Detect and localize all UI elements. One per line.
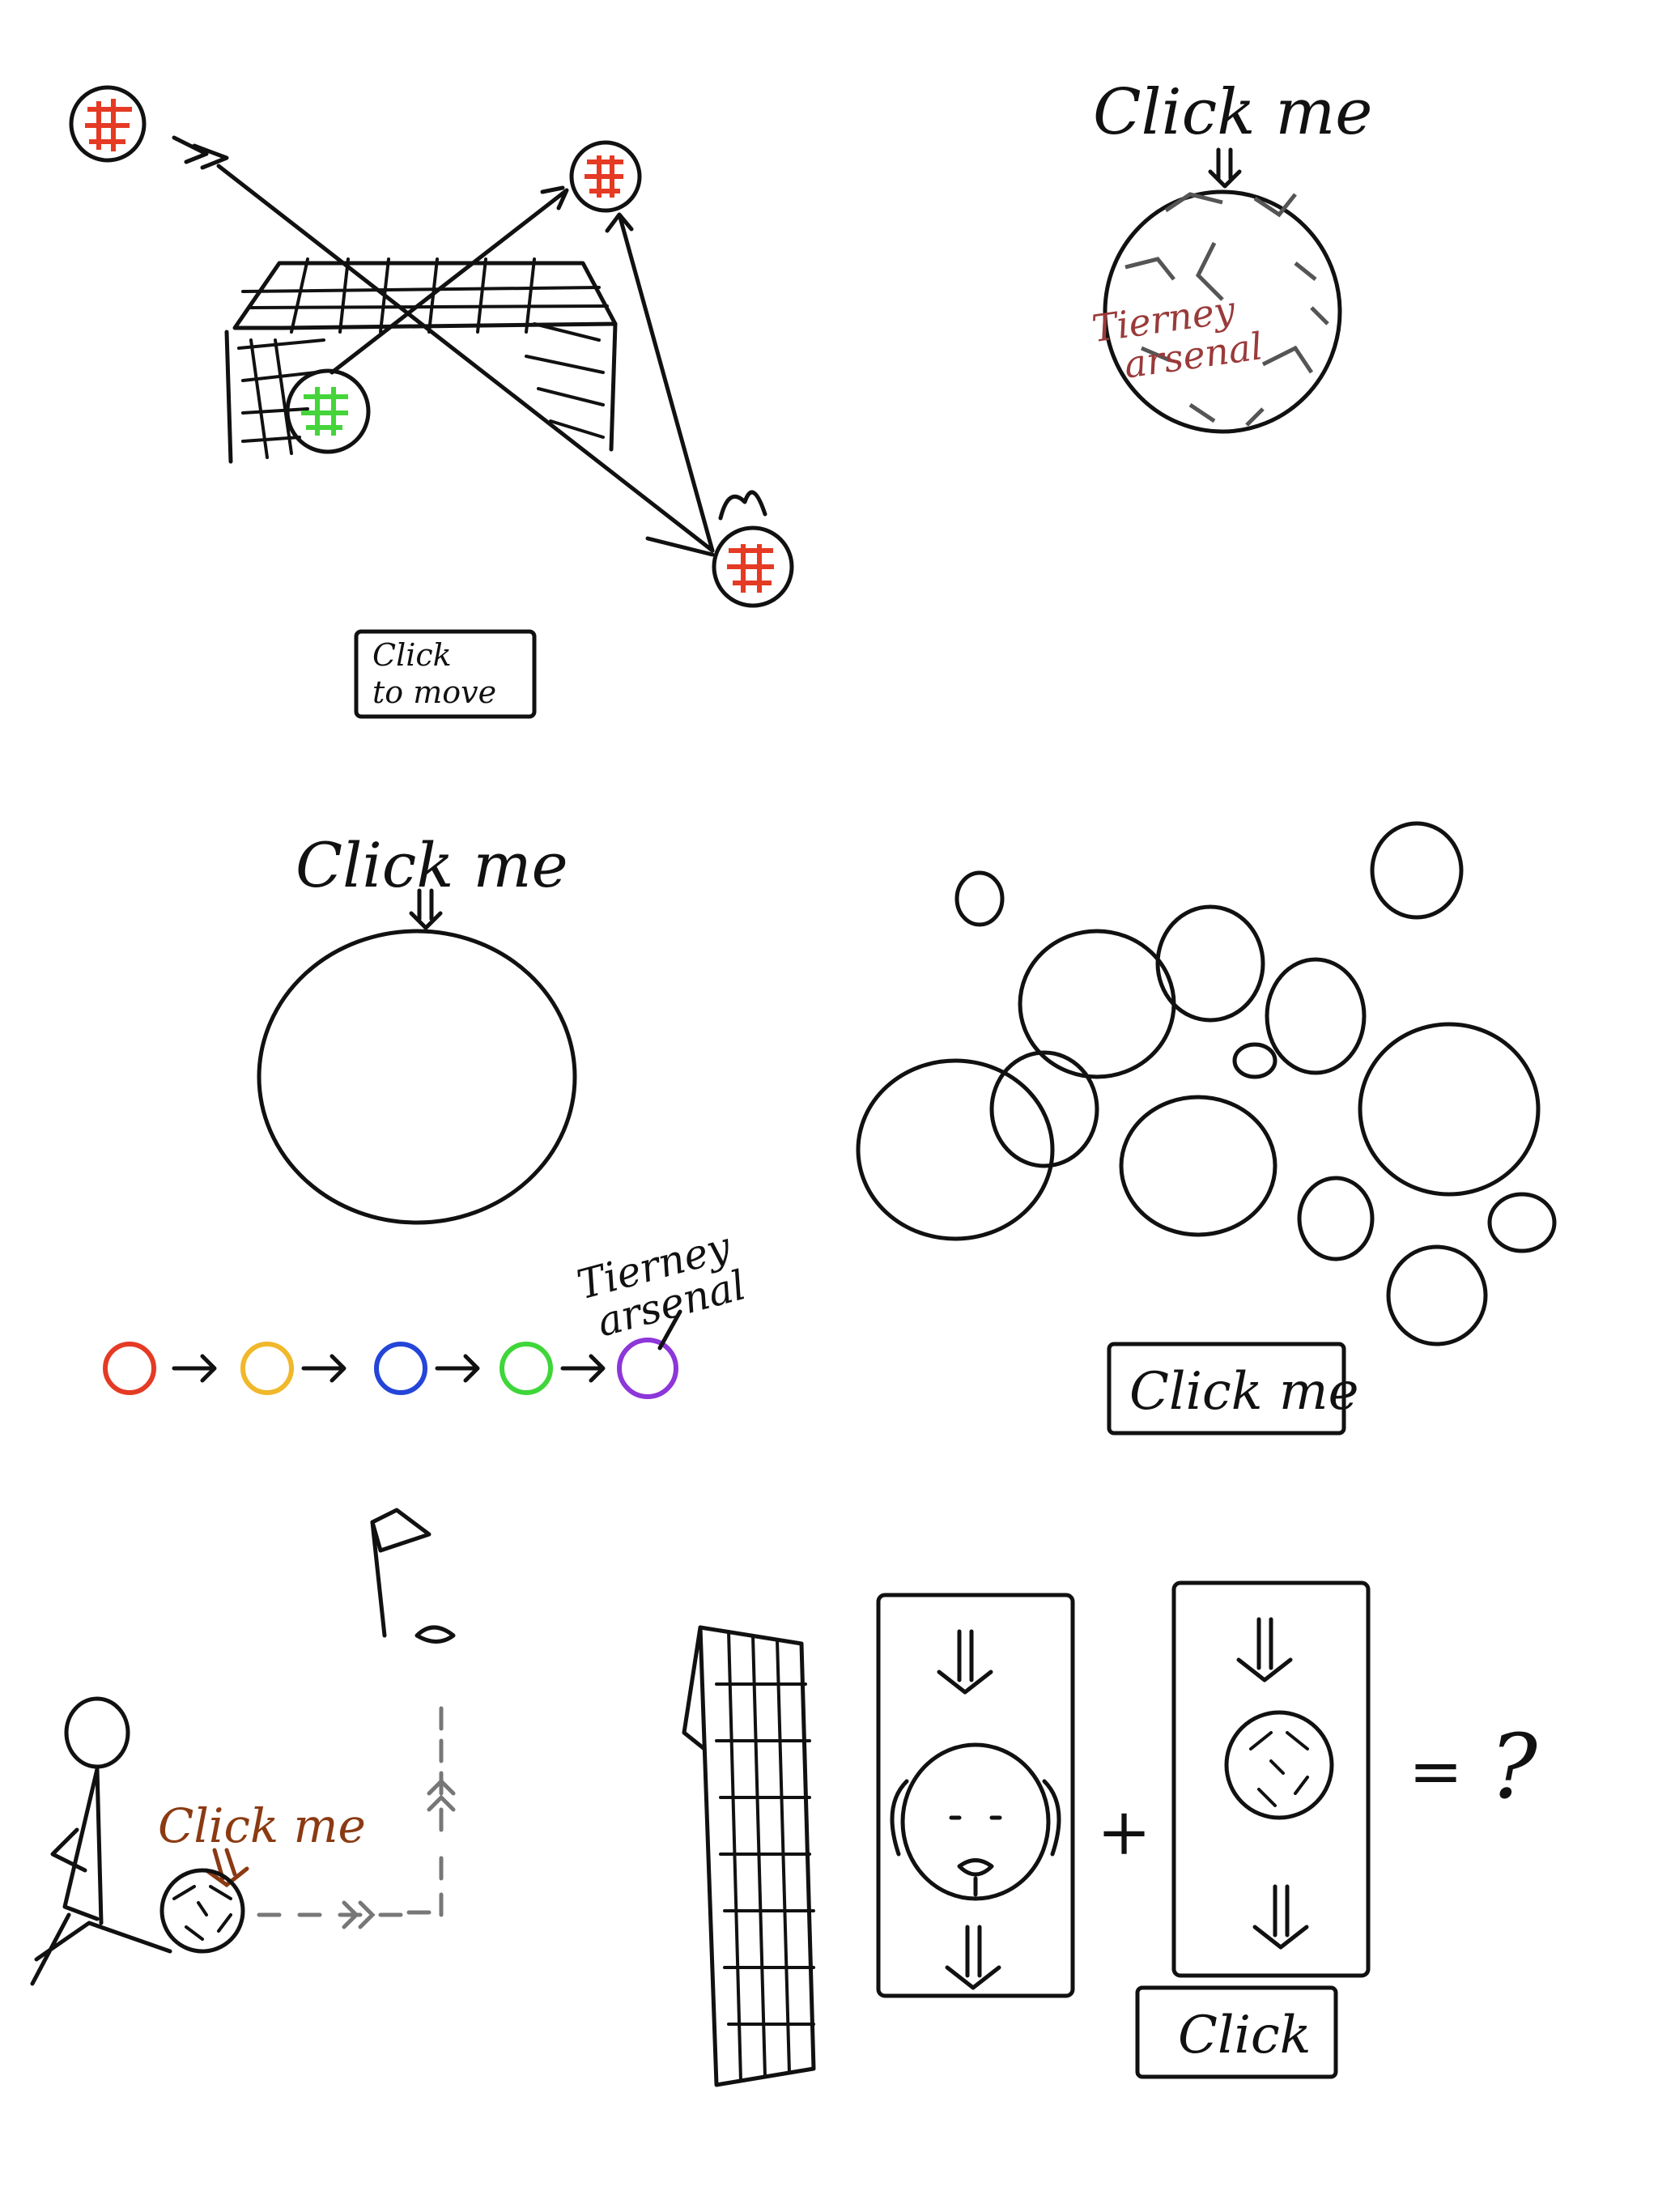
purple-swatch[interactable] (617, 1338, 678, 1399)
bubble (1265, 957, 1367, 1075)
arrow-right-icon (560, 1354, 606, 1383)
button-label: to move (372, 674, 496, 710)
goal-flag-icon (370, 1508, 456, 1644)
click-to-move-button[interactable]: Click to move (354, 629, 537, 719)
equals-sign: = (1409, 1733, 1463, 1809)
dog-card[interactable] (876, 1593, 1075, 1998)
bubble (856, 1058, 1055, 1241)
bubble (1370, 821, 1464, 920)
down-arrow-icon (1208, 147, 1242, 189)
bubble (1155, 904, 1265, 1023)
down-arrow-icon (409, 888, 443, 930)
arrow-right-icon (172, 1354, 217, 1383)
click-equation-button[interactable]: Click (1135, 1985, 1338, 2079)
tierney-soccer-ball[interactable]: Tierney arsenal (1090, 189, 1342, 434)
goal-ball-panel: Click to move (69, 85, 794, 719)
bubble (954, 870, 1005, 927)
arrow-chevron-icon (172, 135, 229, 170)
click-me-bubbles-button[interactable]: Click me (1107, 1342, 1358, 1436)
down-arrow-icon (945, 1925, 1001, 1990)
tall-goal-net (682, 1625, 816, 2087)
arrow-up-icon (427, 1778, 456, 1812)
big-circle-panel: Click me (257, 829, 577, 1225)
ball-card[interactable] (1171, 1580, 1371, 1978)
kick-soccer-ball[interactable] (159, 1868, 245, 1954)
bubble (1232, 1042, 1278, 1079)
big-empty-circle[interactable] (257, 929, 577, 1225)
dashed-path (257, 1910, 432, 1917)
goal-net (224, 257, 618, 464)
bubble (1487, 1192, 1557, 1253)
trajectory-line (605, 212, 715, 553)
trajectory-line (216, 164, 715, 553)
bubble (1297, 1176, 1375, 1261)
click-me-prompt: Click me (1093, 76, 1372, 149)
tierney-ball-panel: Click me Tierney arsenal (1090, 76, 1372, 434)
button-label: Click (372, 637, 452, 673)
color-chain-panel: Tierney arsenal (103, 1223, 750, 1399)
red-ball-bottom (712, 525, 794, 608)
question-mark: ? (1490, 1715, 1538, 1819)
red-swatch[interactable] (103, 1342, 156, 1395)
bubble (1386, 1244, 1488, 1346)
button-label: Click (1178, 2006, 1312, 2065)
down-arrow-icon (937, 1629, 993, 1695)
down-arrow-icon (1236, 1617, 1293, 1682)
bubble (1358, 1022, 1541, 1197)
button-label: Click me (1129, 1362, 1358, 1422)
green-swatch[interactable] (500, 1342, 553, 1395)
blue-swatch[interactable] (374, 1342, 427, 1395)
stick-figure (30, 1696, 172, 1986)
yellow-swatch[interactable] (240, 1342, 294, 1395)
bubbles-panel: Click me (856, 821, 1557, 1436)
arrow-right-icon (301, 1354, 346, 1383)
label-pointer (657, 1309, 682, 1351)
click-me-prompt: Click me (158, 1798, 366, 1853)
bubble (1018, 929, 1176, 1079)
soccer-ball-icon (1224, 1710, 1334, 1820)
arrow-chevron-icon (645, 490, 767, 557)
trajectory-line (329, 185, 569, 375)
bubble (1119, 1095, 1278, 1237)
arrow-right-icon (435, 1354, 480, 1383)
red-ball-top (569, 140, 642, 213)
down-arrow-icon (1252, 1884, 1309, 1950)
dog-face-icon (890, 1742, 1061, 1901)
kick-panel: Click me (30, 1508, 456, 1986)
equation-panel: + = ? Click (682, 1580, 1538, 2087)
green-ball (285, 368, 371, 454)
bubble (989, 1050, 1099, 1168)
arrow-chevron-icon (342, 1900, 376, 1929)
plus-sign: + (1097, 1794, 1151, 1870)
red-ball-start (69, 85, 147, 163)
